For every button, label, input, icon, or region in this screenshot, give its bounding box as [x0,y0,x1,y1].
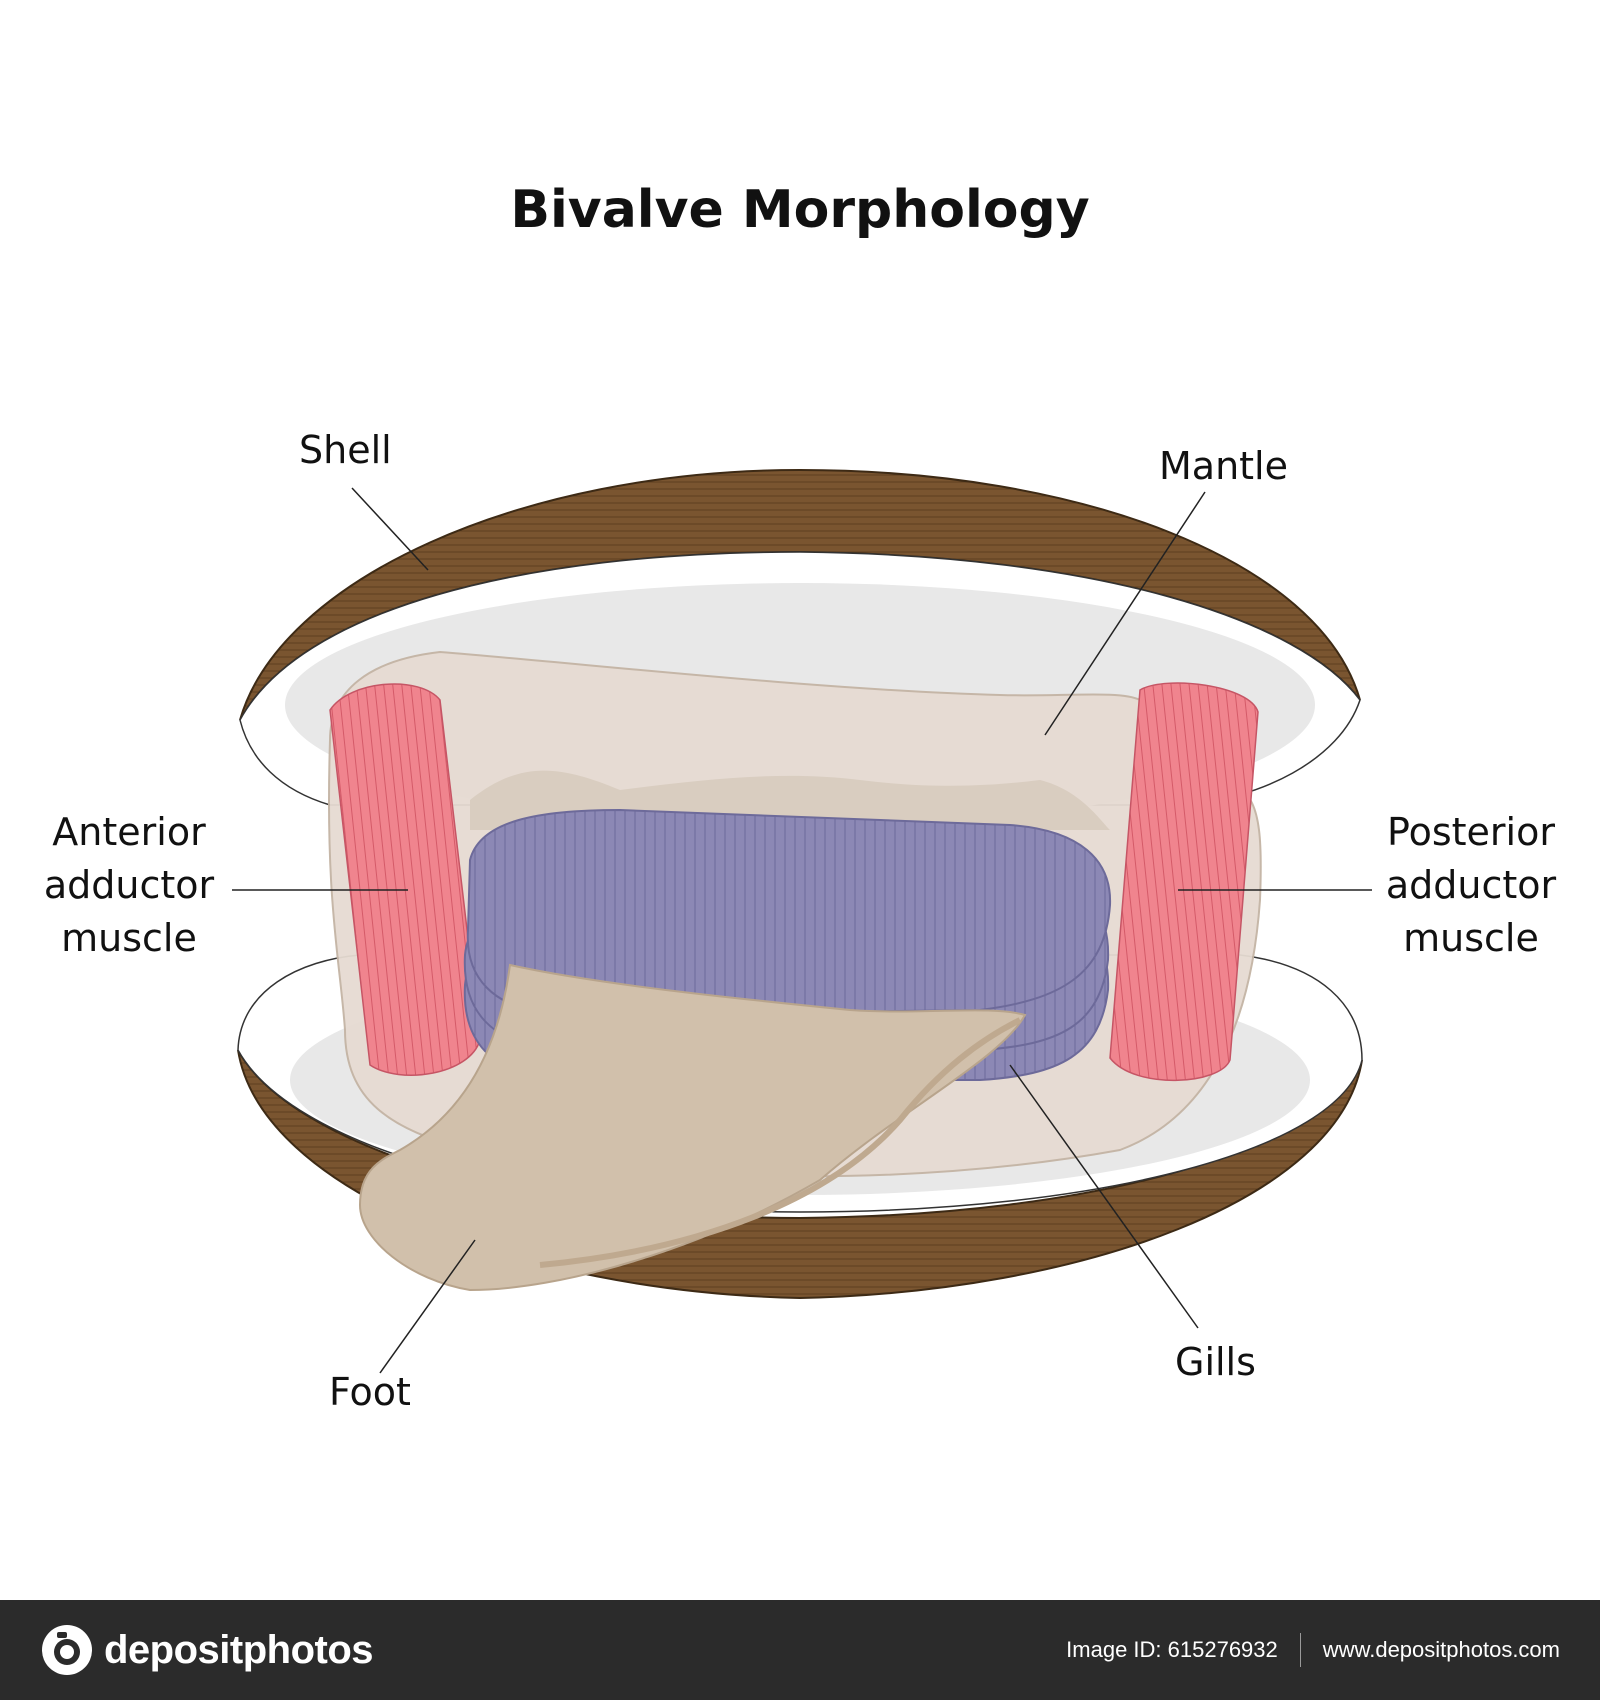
label-anterior-adductor: Anterior adductor muscle [28,806,230,965]
footer-info: Image ID: 615276932 www.depositphotos.co… [1066,1600,1560,1700]
label-posterior-line-2: adductor [1368,859,1574,912]
footer-bar: depositphotos Image ID: 615276932 www.de… [0,1600,1600,1700]
camera-logo-icon [40,1623,94,1677]
label-posterior-adductor: Posterior adductor muscle [1368,806,1574,965]
bivalve-illustration [0,0,1600,1600]
label-anterior-line-2: adductor [28,859,230,912]
label-anterior-line-1: Anterior [28,806,230,859]
label-mantle: Mantle [1159,440,1288,493]
label-posterior-line-1: Posterior [1368,806,1574,859]
leader-shell [352,488,428,570]
image-id: Image ID: 615276932 [1066,1637,1278,1663]
brand[interactable]: depositphotos [40,1622,373,1678]
brand-name: depositphotos [104,1628,373,1673]
label-posterior-line-3: muscle [1368,912,1574,965]
site-url[interactable]: www.depositphotos.com [1323,1637,1560,1663]
label-foot: Foot [329,1366,411,1419]
label-shell: Shell [299,424,392,477]
label-anterior-line-3: muscle [28,912,230,965]
footer-divider [1300,1633,1301,1667]
label-gills: Gills [1175,1336,1256,1389]
